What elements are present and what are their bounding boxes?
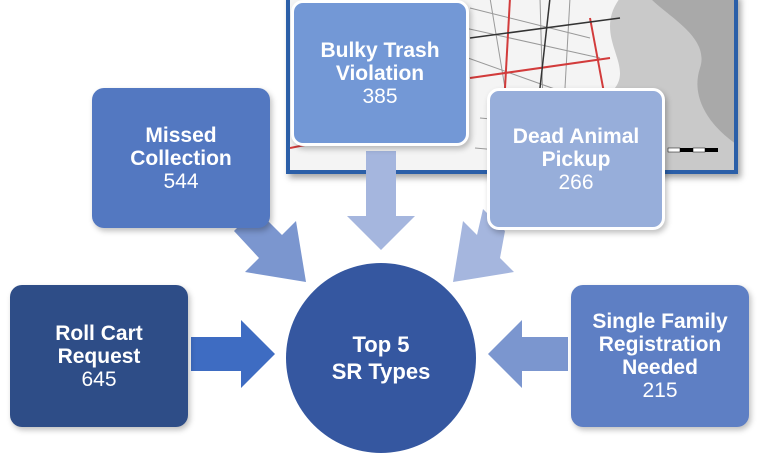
arrow-bulky [347,151,415,250]
center-circle: Top 5 SR Types [286,263,476,453]
arrow-roll [191,320,275,388]
box-count: 215 [642,379,678,402]
category-box-bulky-trash: Bulky Trash Violation 385 [291,0,469,146]
center-title-line: SR Types [331,359,431,384]
box-title-line: Needed [622,356,698,379]
box-count: 385 [362,84,398,108]
box-count: 266 [558,170,594,194]
category-box-roll-cart: Roll Cart Request 645 [10,285,188,427]
center-title-line: Top 5 [352,332,410,357]
box-title-line: Collection [130,146,232,170]
arrow-single [488,320,568,388]
box-count: 544 [163,169,199,193]
box-title-line: Roll Cart [55,321,143,345]
box-count: 645 [81,367,117,391]
category-box-single-family: Single Family Registration Needed 215 [571,285,749,427]
category-box-missed-collection: Missed Collection 544 [92,88,270,228]
box-title-line: Missed [145,123,217,147]
box-title-line: Pickup [541,147,611,171]
box-title-line: Dead Animal [512,124,640,148]
box-title-line: Bulky Trash [320,38,440,62]
box-title-line: Violation [335,61,425,85]
category-box-dead-animal: Dead Animal Pickup 266 [487,88,665,230]
box-title-line: Request [57,344,141,368]
box-title-line: Registration [598,333,722,356]
box-title-line: Single Family [592,310,728,333]
